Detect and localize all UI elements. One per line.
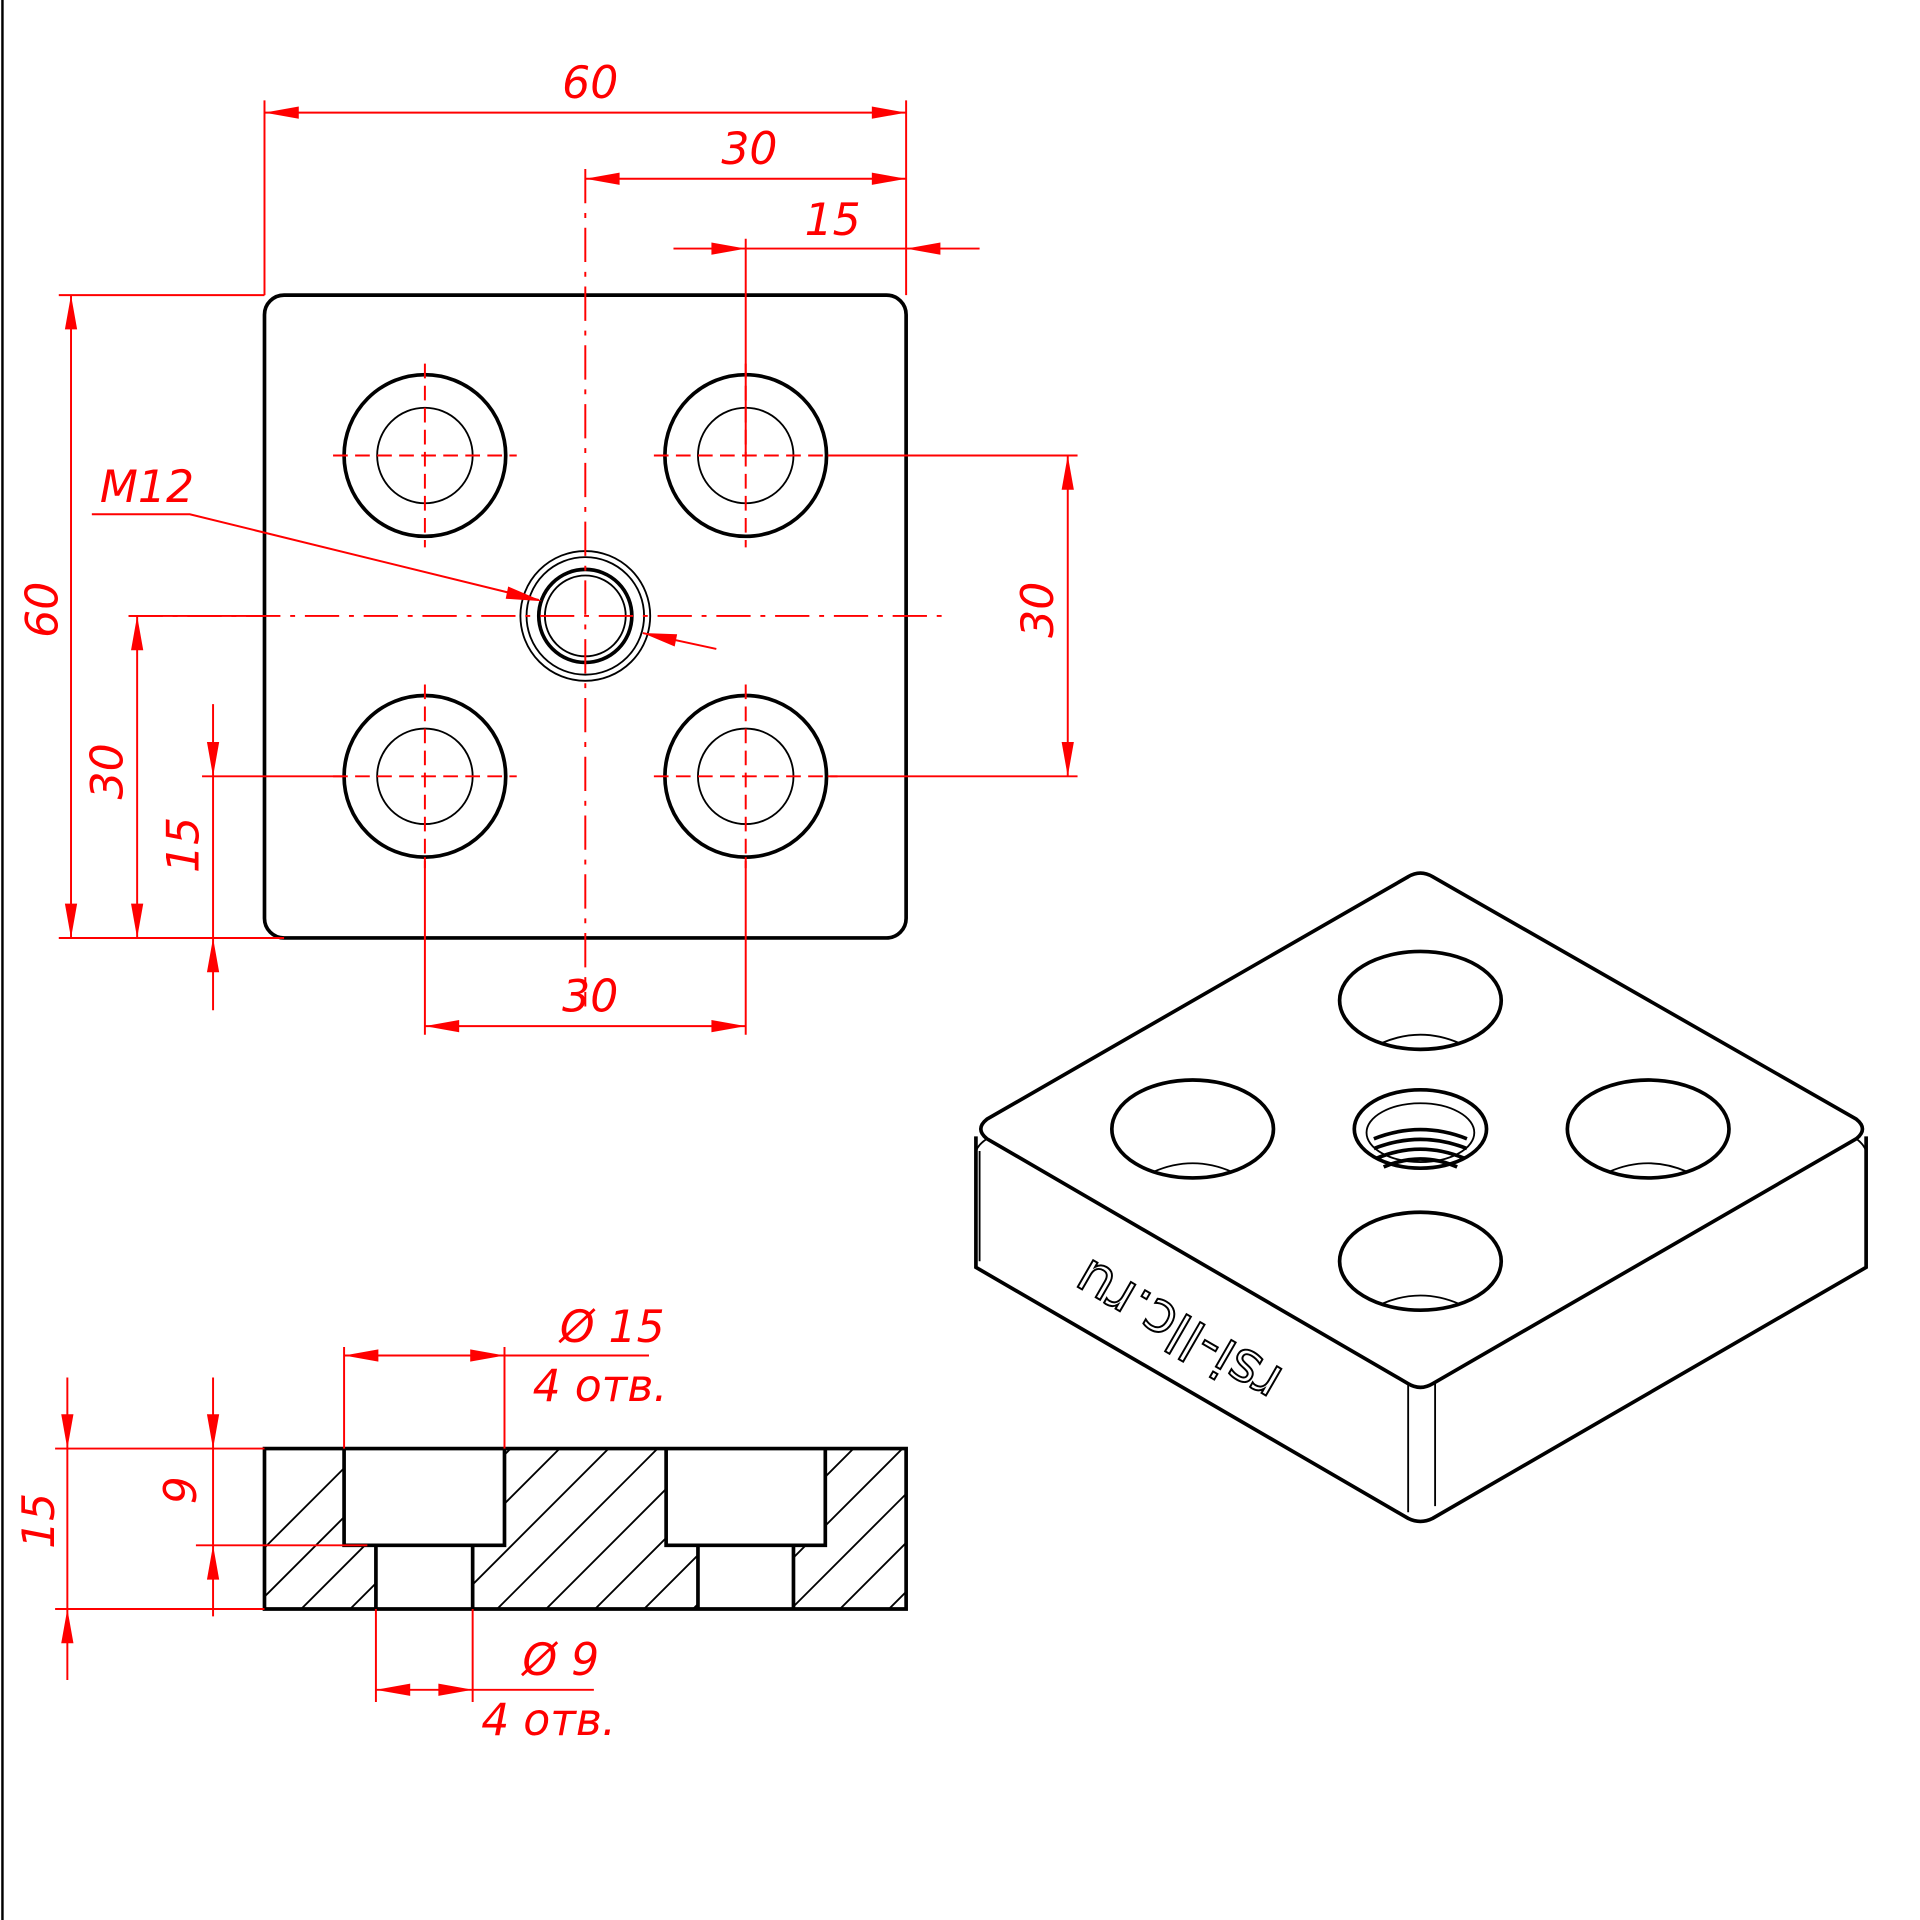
section-view: Ø 15 4 отв. Ø 9 4 отв. 15 9 <box>14 1302 908 1746</box>
iso-top-face <box>979 871 1865 1390</box>
engraving-text: rsi-llc.ru <box>1063 1246 1292 1416</box>
thread-label: M12 <box>100 462 194 513</box>
dim-counterbore-depth-label: 9 <box>156 1476 207 1504</box>
dim-hole-to-edge-label: 15 <box>805 195 861 246</box>
iso-holes <box>1110 949 1731 1313</box>
counterbore-dia-label: Ø 15 <box>558 1302 665 1353</box>
dim-thickness-label: 15 <box>14 1493 65 1549</box>
dimension-lines <box>58 100 1078 1035</box>
iso-thread-hole <box>1352 1087 1489 1170</box>
dim-hole-spacing-vertical-label: 30 <box>1013 582 1064 638</box>
isometric-view: rsi-llc.ru <box>974 871 1868 1524</box>
dim-height-label: 60 <box>18 582 69 638</box>
dim-hole-to-bottom-label: 15 <box>158 817 209 873</box>
section-hatching <box>264 1448 907 1609</box>
centerlines <box>128 168 946 1007</box>
dim-width-label: 60 <box>562 58 618 109</box>
iso-left-face <box>974 1136 1868 1524</box>
top-view: 60 30 15 60 30 15 30 30 M12 <box>18 58 1078 1035</box>
through-hole-dia-label: Ø 9 <box>520 1635 599 1686</box>
through-hole-count-label: 4 отв. <box>481 1695 616 1746</box>
counterbore-count-label: 4 отв. <box>533 1361 668 1412</box>
dim-center-to-edge-label: 30 <box>721 124 777 175</box>
dim-center-to-bottom-label: 30 <box>82 743 133 799</box>
dim-hole-spacing-horizontal-label: 30 <box>562 971 618 1022</box>
section-dimension-lines <box>55 1346 649 1703</box>
